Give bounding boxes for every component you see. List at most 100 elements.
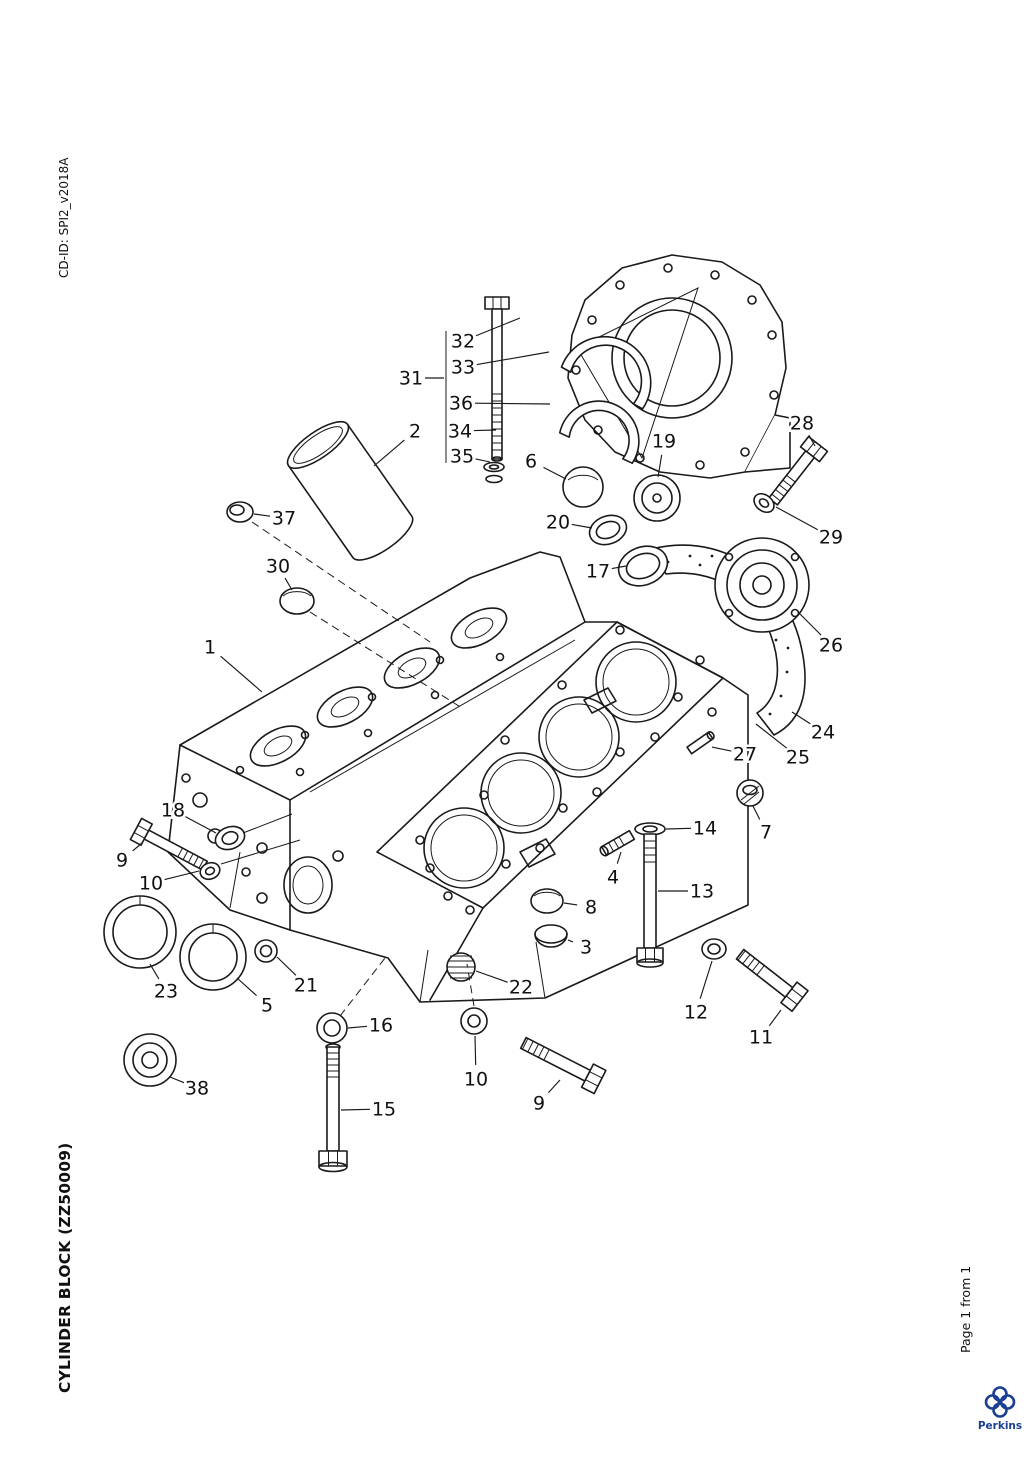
part-8-cup-plug [530,888,564,914]
callout-15: 15 [372,1099,396,1121]
callout-6: 6 [525,451,537,473]
part-18-washer [214,825,246,851]
part-16-washer [316,1012,348,1044]
callout-25: 25 [786,747,810,769]
leader-9-left [132,842,143,852]
callout-35: 35 [450,446,474,468]
callout-23: 23 [154,981,178,1003]
leader-7 [752,805,761,820]
part-5-bearing-ring [179,923,247,991]
callout-16: 16 [369,1015,393,1037]
callout-17: 17 [586,561,610,583]
perkins-logo-text: Perkins [977,1420,1023,1432]
part-10-washer-bottom [460,1007,488,1035]
callout-37: 37 [272,508,296,530]
leader-20 [571,523,593,529]
perkins-rings-icon [984,1386,1016,1418]
part-23-thrust-washer [103,895,177,969]
part-37-cup-plug [226,501,254,523]
part-19-plug [633,474,681,522]
leader-9-bottom [548,1079,561,1094]
part-9-bolt-left [129,817,209,871]
part-6-plug [562,466,604,508]
leader-12 [699,960,713,999]
leader-24 [791,711,812,725]
page-title: CYLINDER BLOCK (ZZ50009) [56,1142,74,1393]
leader-21 [276,956,297,976]
leader-27 [711,746,732,752]
part-17-ring [617,545,669,587]
part-28-bolt [767,435,829,506]
part-2-cylinder-liner [286,420,414,561]
cylinder-block-body [167,551,749,1003]
part-27-dowel [686,731,715,755]
callout-9-left: 9 [116,850,128,872]
part-38-seal [123,1033,177,1087]
perkins-logo: Perkins [972,1386,1028,1432]
callout-4: 4 [607,867,619,889]
leader-6 [543,466,567,480]
part-32-bolt [484,296,510,462]
callout-19: 19 [652,431,676,453]
leader-26 [799,613,822,636]
part-10-washer-left [199,861,221,881]
callout-1: 1 [204,637,216,659]
leader-23 [149,963,160,980]
leader-10-bottom [474,1035,477,1066]
callout-36: 36 [449,393,473,415]
leader-14 [665,827,692,830]
callout-8: 8 [585,897,597,919]
callout-2: 2 [409,421,421,443]
leader-36 [474,402,551,405]
leader-30 [284,577,293,591]
leader-38 [169,1076,185,1084]
leader-25 [755,723,788,749]
part-30-cup-plug [279,587,315,615]
leader-32 [475,317,521,337]
part-36-bearing-shell [558,400,640,464]
part-21-ring [254,939,278,963]
construction-lines [220,331,475,1017]
callout-21: 21 [294,975,318,997]
callout-20: 20 [546,512,570,534]
leader-8 [563,902,578,906]
part-11-bolt [735,948,809,1013]
leader-33 [476,351,550,366]
leader-2 [373,439,405,467]
callout-26: 26 [819,635,843,657]
callout-27: 27 [733,744,757,766]
callout-14: 14 [693,818,717,840]
callout-7: 7 [760,822,772,844]
part-4-pin [599,829,636,857]
part-12-washer [701,938,727,960]
callout-9-bottom: 9 [533,1093,545,1115]
callout-31: 31 [399,368,423,390]
leader-28 [808,434,816,447]
callout-3: 3 [580,937,592,959]
leader-22 [475,970,509,983]
page-number-label: Page 1 from 1 [958,1265,973,1353]
leader-15 [340,1108,371,1111]
callout-33: 33 [451,357,475,379]
callout-5: 5 [261,995,273,1017]
callout-28: 28 [790,413,814,435]
part-29-washer [753,492,775,514]
part-13-bolt [636,833,664,968]
callout-30: 30 [266,556,290,578]
leader-1 [220,655,263,693]
callout-12: 12 [684,1002,708,1024]
part-20-ring [588,514,628,546]
callout-18: 18 [161,800,185,822]
leader-4 [616,851,622,864]
callout-32: 32 [451,331,475,353]
callout-34: 34 [448,421,472,443]
leader-35 [475,458,491,463]
leader-17 [611,565,627,570]
part-22-threaded-plug [446,952,476,982]
callout-10-bottom: 10 [464,1069,488,1091]
part-33-bearing-shell [560,335,652,410]
part-9-bolt-bottom [519,1036,607,1095]
